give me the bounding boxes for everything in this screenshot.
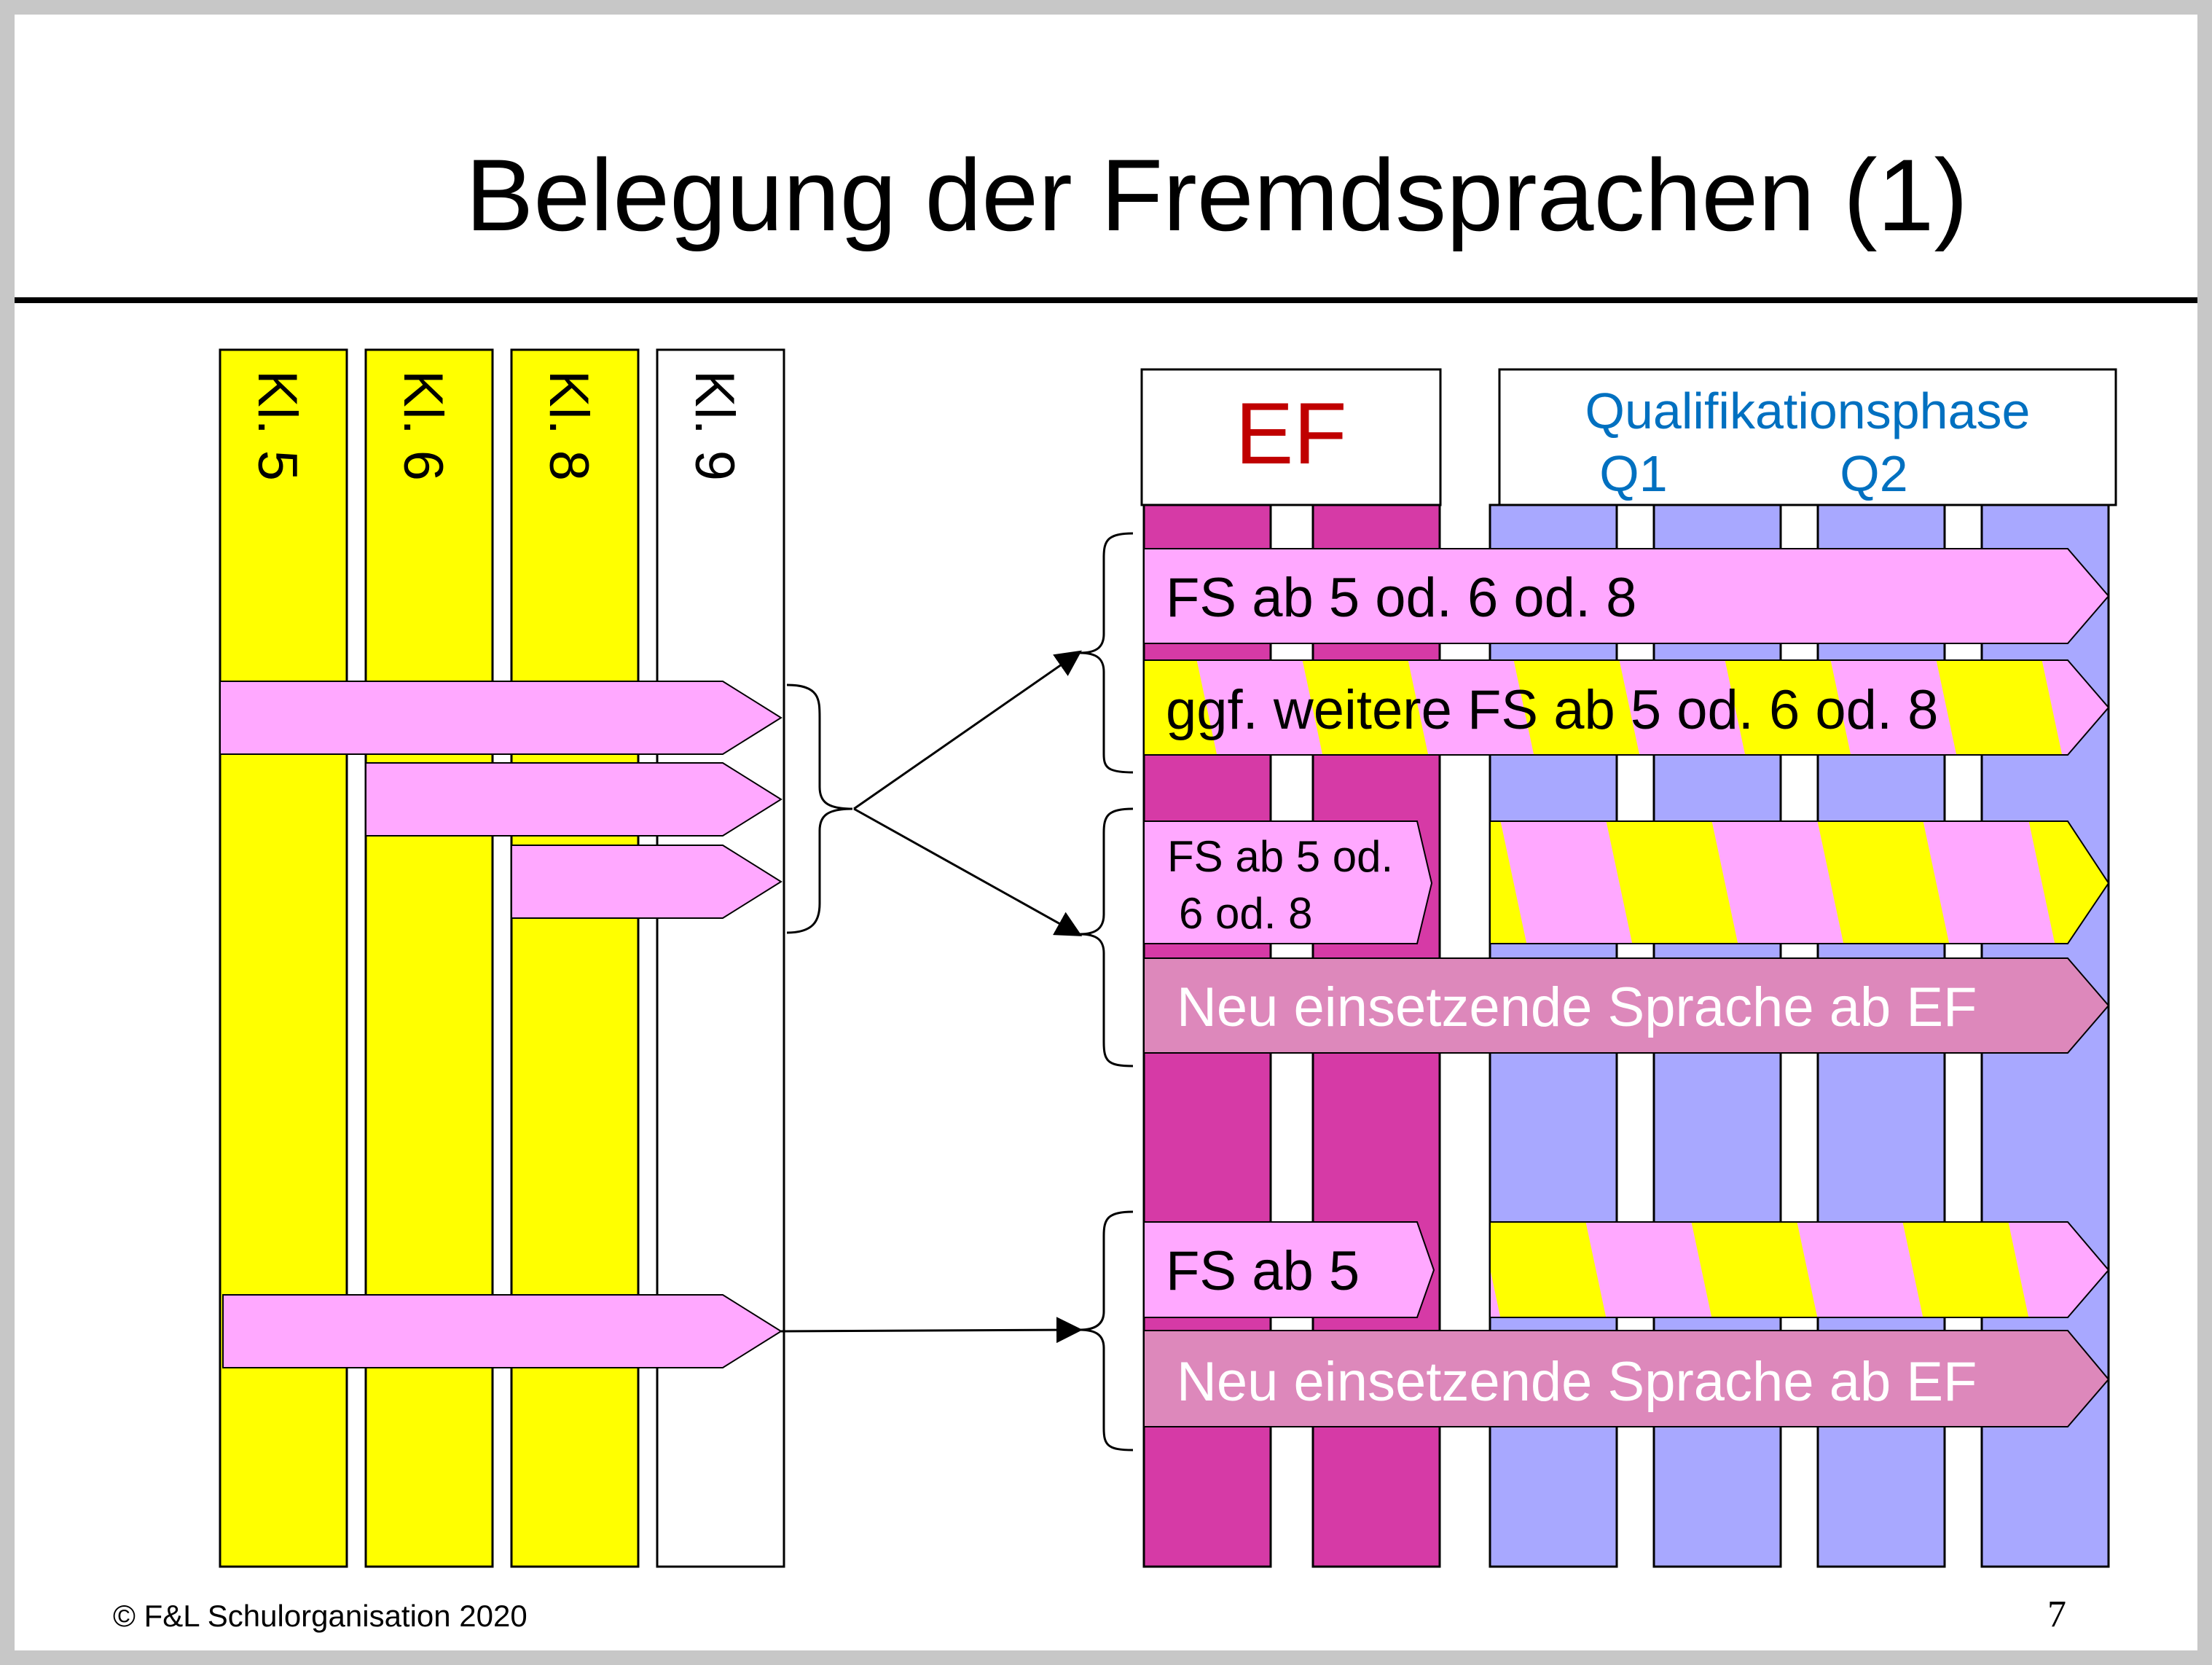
bar-fs-ab5-label: FS ab 5	[1166, 1240, 1360, 1302]
bar-further-fs	[1143, 659, 2110, 756]
entry-arrow-from-6	[365, 762, 783, 837]
bar-fs-short	[1143, 820, 1433, 944]
grade-label-8: Kl. 8	[538, 370, 600, 481]
bar-new-language-1-label: Neu einsetzende Sprache ab EF	[1177, 976, 1977, 1038]
entry-arrow-from-8	[511, 845, 783, 919]
bar-fs-short-label-line2: 6 od. 8	[1179, 889, 1313, 938]
grade-label-6: Kl. 6	[392, 370, 454, 481]
entry-arrows	[219, 681, 783, 1368]
qualification-header-box	[1498, 368, 2117, 506]
bar-qphase-striped-upper	[1489, 820, 2110, 944]
right-brace-upper	[1079, 532, 1134, 774]
bar-fs-5-6-8	[1143, 548, 2110, 644]
bar-fs-short-label-line1: FS ab 5 od.	[1167, 832, 1393, 881]
language-bars: FS ab 5 od. 6 od. 8 ggf. weitere FS ab 5…	[1143, 548, 2110, 1427]
ef-header-label: EF	[1235, 385, 1346, 482]
connector-arrow-lower	[780, 1317, 1083, 1344]
bar-fs-5-6-8-label: FS ab 5 od. 6 od. 8	[1166, 567, 1636, 629]
bar-new-language-2-label: Neu einsetzende Sprache ab EF	[1177, 1351, 1977, 1413]
footer-copyright: © F&L Schulorganisation 2020	[113, 1599, 527, 1633]
grade-label-9: Kl. 9	[683, 370, 745, 481]
ef-header-box	[1140, 368, 1442, 506]
bar-further-fs-label: ggf. weitere FS ab 5 od. 6 od. 8	[1166, 679, 1938, 741]
grade-label-5: Kl. 5	[246, 370, 308, 481]
right-brace-middle	[1079, 807, 1134, 1067]
entry-arrow-lower	[222, 1294, 783, 1368]
bar-qphase-striped-lower	[1489, 1221, 2110, 1318]
grade-column-8	[510, 348, 640, 1568]
grade-column-9	[656, 348, 785, 1568]
page-number: 7	[2047, 1594, 2066, 1635]
q2-label: Q2	[1840, 445, 1907, 502]
grade-column-5	[219, 348, 348, 1568]
bar-fs-ab5	[1143, 1221, 1435, 1318]
title-divider	[15, 297, 2197, 303]
page-title: Belegung der Fremdsprachen (1)	[466, 138, 1968, 252]
connector-arrow-middle	[853, 807, 1083, 936]
qualification-header-label: Qualifikationsphase	[1585, 383, 2031, 439]
left-brace	[786, 683, 853, 934]
right-brace-lower	[1079, 1210, 1134, 1452]
bar-new-language-2	[1143, 1330, 2110, 1427]
entry-arrow-from-5	[219, 681, 783, 755]
q1-label: Q1	[1599, 445, 1667, 502]
grade-column-6	[364, 348, 494, 1568]
bar-new-language-1	[1143, 957, 2110, 1054]
connector-arrow-upper	[853, 650, 1082, 810]
